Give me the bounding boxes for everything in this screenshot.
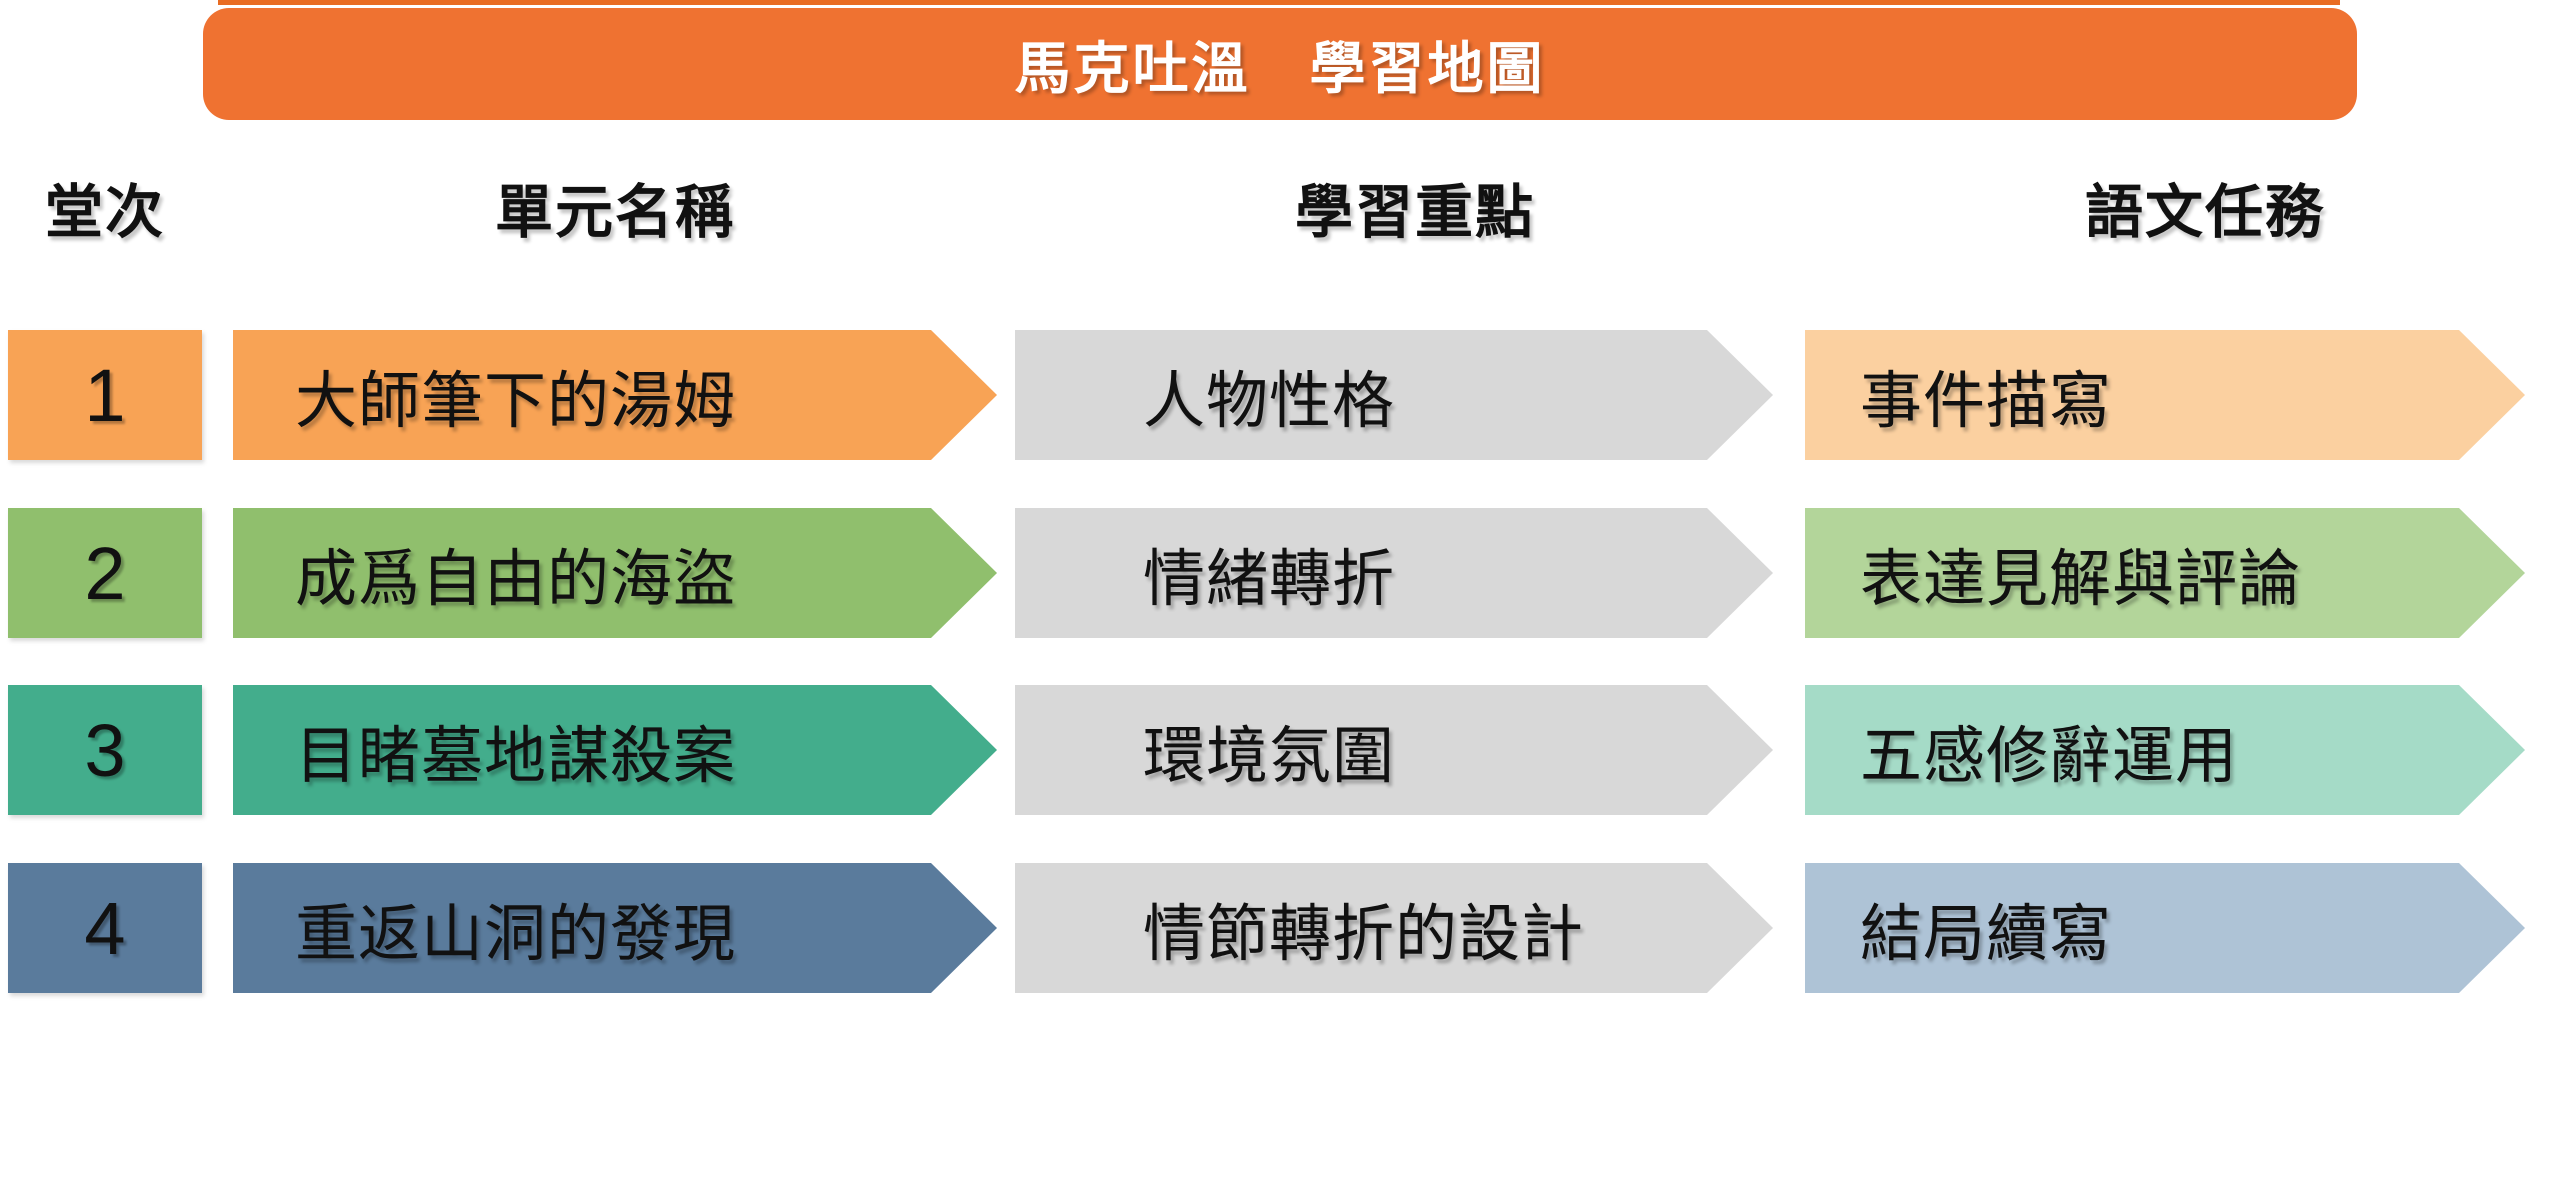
top-edge-strip — [218, 0, 2340, 5]
unit-name-label: 大師筆下的湯姆 — [295, 367, 737, 436]
learning-focus-label: 人物性格 — [1143, 367, 1396, 436]
table-row: 4 重返山洞的發現 情節轉折的設計 結局續寫 — [0, 863, 2560, 993]
column-header-focus: 學習重點 — [1294, 180, 1535, 245]
session-number-box: 1 — [8, 330, 202, 460]
page-title: 馬克吐溫 學習地圖 — [1014, 36, 1546, 100]
learning-focus-label: 情節轉折的設計 — [1143, 900, 1585, 969]
language-task-label: 表達見解與評論 — [1860, 545, 2302, 614]
learning-focus-arrow: 情節轉折的設計 — [1015, 863, 1773, 993]
session-number-box: 4 — [8, 863, 202, 993]
unit-name-label: 成爲自由的海盜 — [295, 545, 737, 614]
learning-focus-label: 情緒轉折 — [1143, 545, 1396, 614]
table-row: 3 目睹墓地謀殺案 環境氛圍 五感修辭運用 — [0, 685, 2560, 815]
session-number-box: 3 — [8, 685, 202, 815]
column-header-task: 語文任務 — [2084, 180, 2325, 245]
learning-focus-arrow: 人物性格 — [1015, 330, 1773, 460]
unit-name-arrow: 目睹墓地謀殺案 — [233, 685, 997, 815]
table-row: 2 成爲自由的海盜 情緒轉折 表達見解與評論 — [0, 508, 2560, 638]
unit-name-label: 目睹墓地謀殺案 — [295, 722, 737, 791]
learning-focus-arrow: 環境氛圍 — [1015, 685, 1773, 815]
learning-focus-arrow: 情緒轉折 — [1015, 508, 1773, 638]
language-task-arrow: 表達見解與評論 — [1805, 508, 2525, 638]
language-task-label: 五感修辭運用 — [1860, 722, 2239, 791]
column-header-unit: 單元名稱 — [494, 180, 735, 245]
unit-name-label: 重返山洞的發現 — [295, 900, 737, 969]
table-row: 1 大師筆下的湯姆 人物性格 事件描寫 — [0, 330, 2560, 460]
unit-name-arrow: 重返山洞的發現 — [233, 863, 997, 993]
column-header-session: 堂次 — [44, 180, 165, 245]
unit-name-arrow: 成爲自由的海盜 — [233, 508, 997, 638]
unit-name-arrow: 大師筆下的湯姆 — [233, 330, 997, 460]
learning-focus-label: 環境氛圍 — [1143, 722, 1396, 791]
language-task-arrow: 事件描寫 — [1805, 330, 2525, 460]
title-banner: 馬克吐溫 學習地圖 — [203, 8, 2357, 120]
session-number-box: 2 — [8, 508, 202, 638]
language-task-label: 事件描寫 — [1860, 367, 2113, 436]
language-task-arrow: 五感修辭運用 — [1805, 685, 2525, 815]
language-task-arrow: 結局續寫 — [1805, 863, 2525, 993]
language-task-label: 結局續寫 — [1860, 900, 2113, 969]
